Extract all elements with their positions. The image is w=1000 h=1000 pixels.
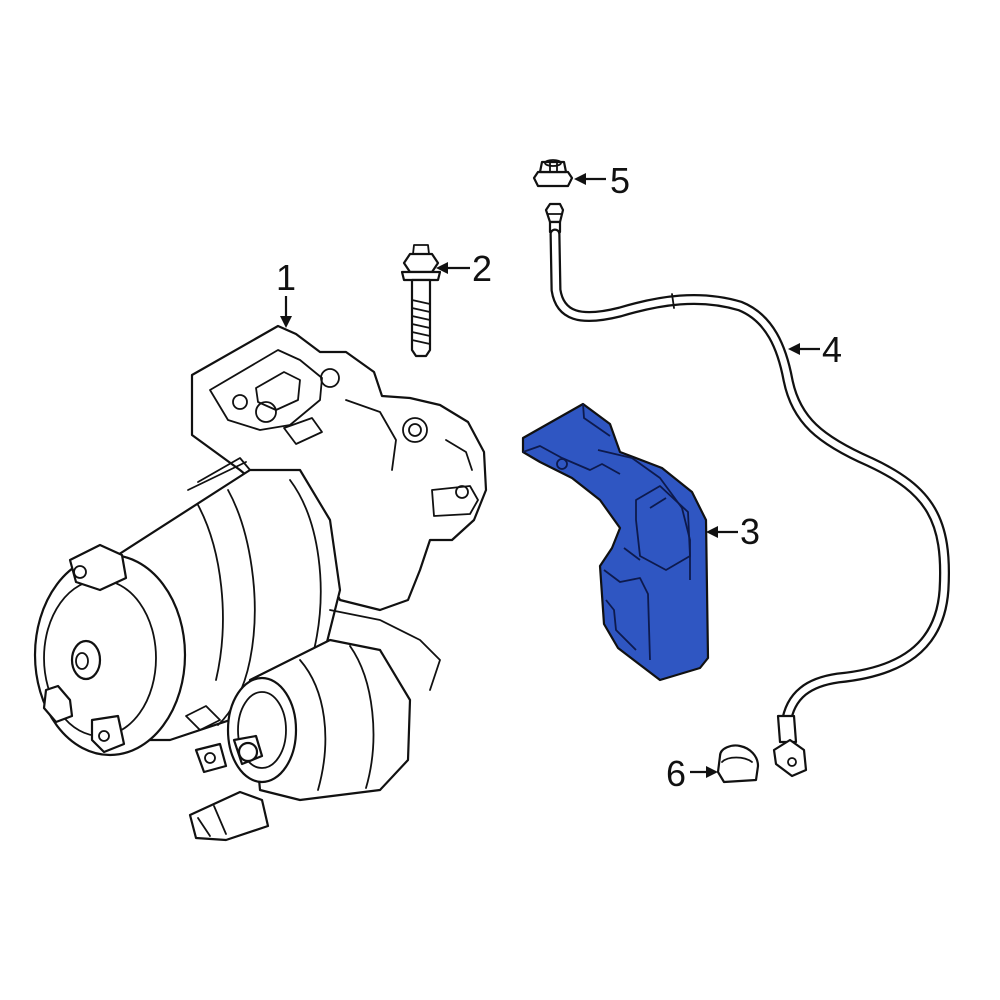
callout-4: 4	[788, 329, 842, 370]
terminal-cover[interactable]	[521, 402, 710, 682]
callout-1: 1	[276, 257, 296, 328]
bolt[interactable]	[400, 244, 442, 358]
callout-label: 6	[666, 753, 686, 794]
flange-nut[interactable]	[532, 159, 574, 188]
battery-cable[interactable]	[544, 202, 951, 778]
callout-label: 4	[822, 329, 842, 370]
bolt-head	[402, 252, 440, 274]
starter-motor[interactable]	[33, 324, 488, 842]
starter-connector	[188, 790, 270, 842]
terminal-cap[interactable]	[716, 744, 760, 784]
callout-3: 3	[706, 511, 760, 552]
callout-5: 5	[574, 160, 630, 201]
bolt-flange	[400, 270, 442, 282]
cable-terminal-top	[544, 202, 565, 224]
terminal-cover-body	[521, 402, 710, 682]
callout-label: 3	[740, 511, 760, 552]
callout-label: 1	[276, 257, 296, 298]
callout-2: 2	[436, 248, 492, 289]
callout-label: 5	[610, 160, 630, 201]
callout-6: 6	[666, 753, 718, 794]
callout-label: 2	[472, 248, 492, 289]
